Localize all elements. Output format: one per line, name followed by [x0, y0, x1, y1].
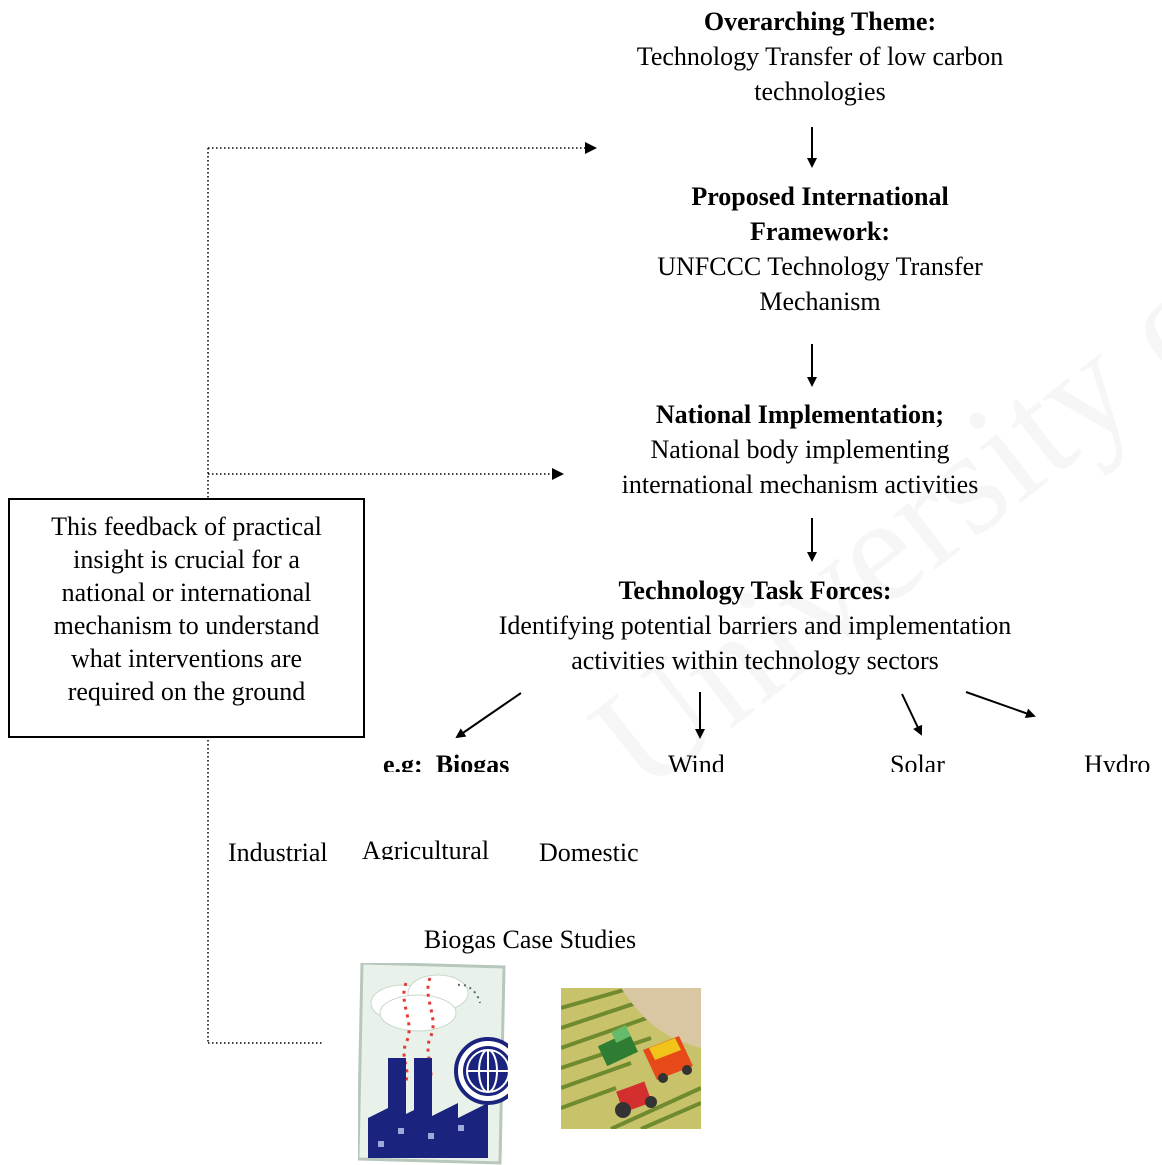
- sector-hydro-label: Hydro: [1084, 750, 1151, 772]
- arrow-to-hydro: [965, 691, 1036, 719]
- feedback-line: insight is crucial for a: [73, 545, 300, 574]
- national-heading: National Implementation;: [655, 400, 945, 429]
- feedback-arrowhead-theme: [585, 142, 597, 154]
- sector-biogas-label: Biogas: [435, 750, 510, 772]
- framework-line-2: Mechanism: [759, 287, 881, 316]
- taskforces-block: Technology Task Forces: Identifying pote…: [440, 573, 1070, 678]
- agricultural-tractor-icon: [561, 988, 701, 1129]
- sector-solar-label: Solar: [890, 750, 945, 772]
- taskforces-line-2: activities within technology sectors: [571, 646, 939, 675]
- biogas-type-domestic: Domestic: [539, 838, 639, 862]
- feedback-line: This feedback of practical: [51, 512, 322, 541]
- theme-line-1: Technology Transfer of low carbon: [636, 42, 1004, 71]
- theme-line-2: technologies: [754, 77, 886, 106]
- feedback-box: This feedback of practical insight is cr…: [8, 498, 365, 738]
- framework-line-1: UNFCCC Technology Transfer: [657, 252, 983, 281]
- framework-heading-2: Framework:: [749, 217, 891, 246]
- arrow-to-solar: [901, 693, 923, 736]
- feedback-arrowhead-national: [552, 468, 564, 480]
- biogas-type-industrial: Industrial: [228, 838, 328, 862]
- theme-block: Overarching Theme: Technology Transfer o…: [560, 4, 1080, 109]
- framework-block: Proposed International Framework: UNFCCC…: [560, 179, 1080, 319]
- sector-eg-label: e.g:: [383, 750, 423, 772]
- theme-heading: Overarching Theme:: [703, 7, 937, 36]
- framework-heading-1: Proposed International: [691, 182, 949, 211]
- feedback-line: mechanism to understand: [53, 611, 320, 640]
- national-line-2: international mechanism activities: [621, 470, 979, 499]
- sector-wind-label: Wind: [668, 750, 725, 772]
- arrow-to-biogas: [455, 692, 522, 739]
- feedback-box-text: This feedback of practical insight is cr…: [10, 510, 363, 708]
- case-studies-label: Biogas Case Studies: [423, 925, 637, 954]
- biogas-type-agricultural: Agricultural: [362, 836, 490, 860]
- taskforces-heading: Technology Task Forces:: [618, 576, 892, 605]
- feedback-line: what interventions are: [70, 644, 303, 673]
- feedback-line: required on the ground: [67, 677, 306, 706]
- sector-eg-biogas: e.g: Biogas: [383, 750, 509, 772]
- taskforces-line-1: Identifying potential barriers and imple…: [498, 611, 1012, 640]
- national-block: National Implementation; National body i…: [540, 397, 1060, 502]
- national-line-1: National body implementing: [650, 435, 950, 464]
- feedback-line: national or international: [61, 578, 312, 607]
- industrial-factory-icon: [358, 963, 508, 1165]
